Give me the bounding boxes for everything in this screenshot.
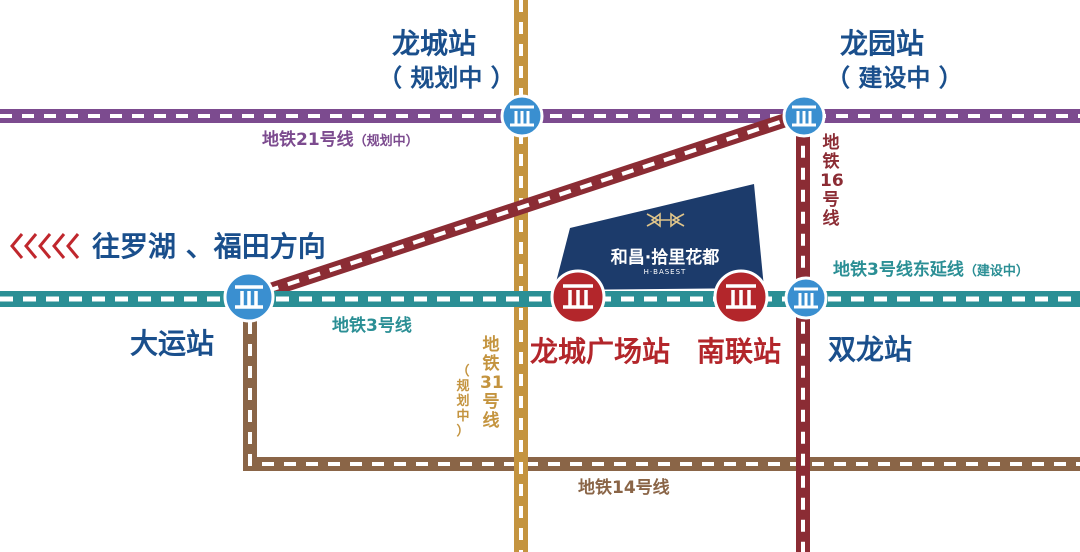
line-14-label: 地铁14号线 <box>578 478 670 498</box>
station-name-longyuan: 龙园站 <box>840 27 925 60</box>
station-status-longyuan: （ 建设中 ） <box>826 64 963 92</box>
project-block <box>554 184 764 290</box>
project-subtitle: H·BASEST <box>643 268 687 276</box>
metro-station-icon-longcheng-square <box>550 269 606 325</box>
metro-station-icon-longcheng <box>500 94 544 138</box>
line-16-label: 地 铁 16 号 线 <box>820 133 844 229</box>
metro-station-icon-shuanglong <box>784 276 828 320</box>
line-3-ext-label: 地铁3号线东延线（建设中） <box>833 262 1029 279</box>
station-name-nanlian: 南联站 <box>697 335 782 368</box>
project-logo-icon <box>646 212 685 228</box>
station-status-longcheng: （ 规划中 ） <box>378 64 515 92</box>
line-3-label: 地铁3号线 <box>332 316 412 336</box>
line-3-ext-name: 地铁3号线东延线 <box>833 260 964 280</box>
project-name: 和昌·拾里花都 <box>610 248 720 268</box>
line-21-label: 地铁21号线（规划中） <box>262 132 419 149</box>
chevron-left-multi-icon <box>10 233 80 259</box>
station-name-shuanglong: 双龙站 <box>828 333 913 366</box>
line-21-note: （规划中） <box>353 134 419 149</box>
line-31-note: （ 规 划 中 ） <box>456 364 470 439</box>
line-3-ext-note: （建设中） <box>963 264 1029 279</box>
station-name-longcheng-square: 龙城广场站 <box>530 335 671 368</box>
line-21-name: 地铁21号线 <box>262 130 354 150</box>
station-name-longcheng: 龙城站 <box>392 27 477 60</box>
metro-station-icon-dayun <box>223 271 275 323</box>
metro-station-icon-nanlian <box>713 269 769 325</box>
station-name-dayun: 大运站 <box>130 327 215 360</box>
line-31-label: 地 铁 31 号 线 <box>480 335 504 431</box>
metro-station-icon-longyuan <box>782 94 826 138</box>
direction-label: 往罗湖 、福田方向 <box>92 230 326 263</box>
